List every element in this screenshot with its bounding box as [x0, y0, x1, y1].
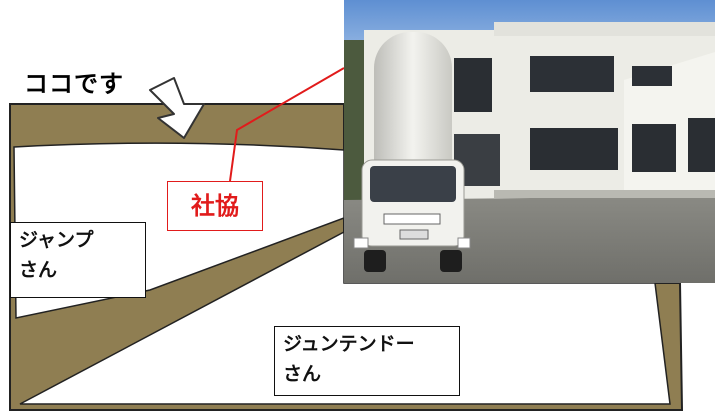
store-label-jump-line2: さん: [19, 259, 58, 281]
store-label-jump-line1: ジャンプ: [19, 229, 94, 251]
photo-window: [530, 56, 614, 92]
photo-curb: [494, 190, 715, 198]
building-photo-illustration: [344, 0, 715, 283]
block-lower: [19, 230, 671, 405]
store-label-junten-line1: ジュンテンドー: [283, 333, 415, 355]
photo-window: [454, 58, 492, 112]
photo-roof: [494, 22, 715, 36]
store-label-jump: ジャンプ さん: [10, 222, 146, 298]
down-arrow-icon: [149, 77, 205, 139]
photo-window: [632, 124, 676, 172]
callout-line: [229, 67, 345, 182]
photo-window: [632, 66, 672, 86]
here-label: ココです: [24, 70, 124, 98]
photo-window: [688, 118, 715, 172]
facility-label: 社協: [167, 181, 263, 231]
photo-van: [353, 159, 471, 272]
store-label-junten: ジュンテンドー さん: [274, 326, 460, 396]
photo-window: [530, 128, 618, 170]
store-label-junten-line2: さん: [283, 363, 322, 385]
building-photo: [344, 0, 715, 283]
